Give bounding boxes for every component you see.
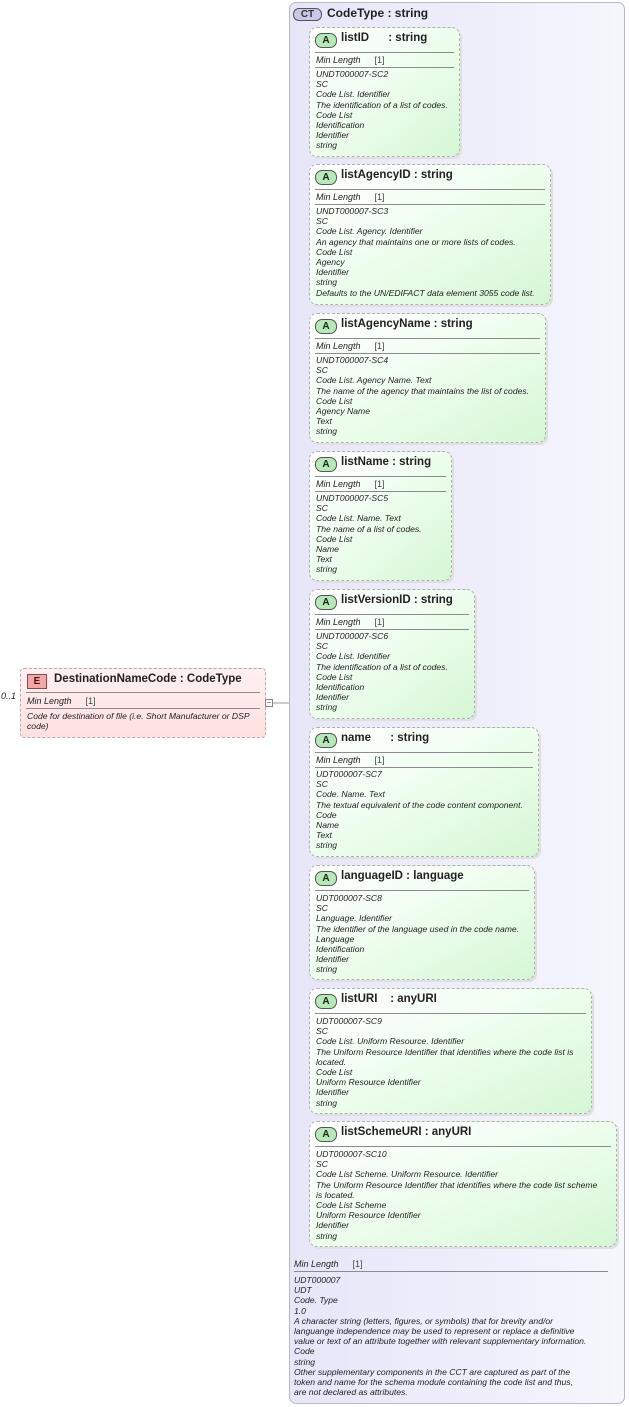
facet-label: Min Length	[316, 479, 361, 489]
divider	[26, 708, 260, 709]
divider	[315, 204, 545, 205]
divider	[315, 476, 446, 477]
attribute-facet: Min Length [1]	[316, 617, 385, 627]
facet-label: Min Length	[294, 1259, 339, 1269]
facet-value: [1]	[352, 1259, 363, 1269]
divider	[315, 353, 540, 354]
complex-type-title: CodeType : string	[327, 6, 429, 20]
attribute-node-listid[interactable]: A listID : string Min Length [1] UNDT0000…	[309, 27, 460, 157]
divider	[26, 692, 260, 693]
attribute-icon: A	[315, 733, 337, 748]
complex-type-facet: Min Length [1]	[294, 1259, 608, 1269]
divider	[315, 767, 533, 768]
facet-value: [1]	[374, 617, 385, 627]
facet-value: [1]	[374, 479, 385, 489]
facet-label: Min Length	[316, 341, 361, 351]
attribute-node-listagencyid[interactable]: A listAgencyID : string Min Length [1] UN…	[309, 164, 551, 305]
divider	[294, 1271, 608, 1272]
attribute-node-name[interactable]: A name : string Min Length [1] UDT000007-…	[309, 727, 539, 857]
facet-label: Min Length	[316, 192, 361, 202]
attribute-documentation: UNDT000007-SC5 SC Code List. Name. Text …	[316, 493, 422, 575]
facet-value: [1]	[374, 192, 385, 202]
attribute-icon: A	[315, 871, 337, 886]
divider	[315, 752, 533, 753]
attribute-documentation: UDT000007-SC10 SC Code List Scheme. Unif…	[316, 1149, 598, 1241]
element-facet: Min Length [1]	[27, 696, 96, 706]
facet-label: Min Length	[27, 696, 72, 706]
divider	[315, 614, 469, 615]
attribute-documentation: UNDT000007-SC3 SC Code List. Agency. Ide…	[316, 206, 535, 298]
attribute-facet: Min Length [1]	[316, 55, 385, 65]
attribute-title: listAgencyName : string	[341, 318, 473, 330]
attribute-documentation: UDT000007-SC8 SC Language. Identifier Th…	[316, 893, 520, 975]
attribute-node-listuri[interactable]: A listURI : anyURI UDT000007-SC9 SC Code…	[309, 988, 592, 1114]
attribute-icon: A	[315, 457, 337, 472]
attribute-documentation: UDT000007-SC9 SC Code List. Uniform Reso…	[316, 1016, 574, 1108]
facet-value: [1]	[374, 755, 385, 765]
attribute-facet: Min Length [1]	[316, 479, 385, 489]
attribute-facet: Min Length [1]	[316, 755, 385, 765]
element-icon: E	[27, 674, 47, 689]
attribute-facet: Min Length [1]	[316, 341, 385, 351]
divider	[315, 52, 454, 53]
divider	[315, 1146, 611, 1147]
facet-value: [1]	[374, 55, 385, 65]
attribute-node-listversionid[interactable]: A listVersionID : string Min Length [1] U…	[309, 589, 475, 719]
attribute-node-listname[interactable]: A listName : string Min Length [1] UNDT00…	[309, 451, 452, 581]
facet-value: [1]	[85, 696, 96, 706]
divider	[315, 890, 529, 891]
attribute-documentation: UNDT000007-SC2 SC Code List. Identifier …	[316, 69, 448, 151]
divider	[315, 189, 545, 190]
facet-value: [1]	[374, 341, 385, 351]
divider	[315, 67, 454, 68]
attribute-icon: A	[315, 170, 337, 185]
attribute-title: listVersionID : string	[341, 594, 453, 606]
complex-type-icon: CT	[293, 8, 322, 21]
attribute-icon: A	[315, 994, 337, 1009]
divider	[315, 1013, 586, 1014]
attribute-node-languageid[interactable]: A languageID : language UDT000007-SC8 SC…	[309, 865, 535, 980]
attribute-documentation: UDT000007-SC7 SC Code. Name. Text The te…	[316, 769, 523, 851]
divider	[315, 338, 540, 339]
facet-label: Min Length	[316, 55, 361, 65]
attribute-title: listID : string	[341, 32, 428, 44]
attribute-documentation: UNDT000007-SC6 SC Code List. Identifier …	[316, 631, 448, 713]
attribute-icon: A	[315, 33, 337, 48]
attribute-documentation: UNDT000007-SC4 SC Code List. Agency Name…	[316, 355, 530, 437]
divider	[315, 491, 446, 492]
divider	[315, 629, 469, 630]
attribute-title: languageID : language	[341, 870, 464, 882]
attribute-title: name : string	[341, 732, 430, 744]
facet-label: Min Length	[316, 617, 361, 627]
attribute-node-listschemeuri[interactable]: A listSchemeURI : anyURI UDT000007-SC10 …	[309, 1121, 617, 1247]
attribute-facet: Min Length [1]	[316, 192, 385, 202]
element-title: DestinationNameCode : CodeType	[54, 673, 242, 685]
collapse-toggle-icon[interactable]: −	[265, 698, 273, 707]
attribute-title: listURI : anyURI	[341, 993, 437, 1005]
attribute-title: listSchemeURI : anyURI	[341, 1126, 472, 1138]
attribute-icon: A	[315, 595, 337, 610]
element-occurrence: 0..1	[1, 691, 17, 701]
attribute-icon: A	[315, 1127, 337, 1142]
attribute-title: listAgencyID : string	[341, 169, 453, 181]
facet-label: Min Length	[316, 755, 361, 765]
element-documentation: Code for destination of file (i.e. Short…	[27, 711, 250, 732]
attribute-icon: A	[315, 319, 337, 334]
complex-type-documentation: UDT000007 UDT Code. Type 1.0 A character…	[294, 1275, 587, 1398]
complex-type-documentation-block: Min Length [1] UDT000007 UDT Code. Type 1…	[294, 1259, 608, 1397]
attribute-node-listagencyname[interactable]: A listAgencyName : string Min Length[1] …	[309, 313, 546, 443]
attribute-title: listName : string	[341, 456, 432, 468]
element-node[interactable]: E DestinationNameCode : CodeType Min Len…	[20, 668, 266, 738]
